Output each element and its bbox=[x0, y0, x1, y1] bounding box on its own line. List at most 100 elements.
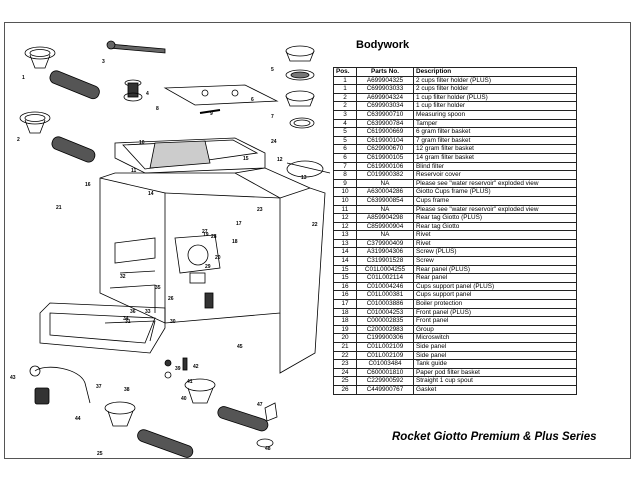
cell-description: Cups frame bbox=[413, 195, 577, 206]
cell-pos: 15 bbox=[333, 264, 357, 275]
cell-pos: 10 bbox=[333, 187, 357, 197]
cell-parts-no: C859900904 bbox=[356, 221, 414, 232]
cell-pos: 8 bbox=[333, 170, 357, 180]
cell-parts-no: C200002983 bbox=[356, 324, 414, 335]
cell-description: Giotto Cups frame (PLUS) bbox=[413, 187, 577, 197]
callout-23: 23 bbox=[257, 207, 263, 213]
callout-8: 8 bbox=[156, 106, 159, 112]
cell-pos: 2 bbox=[333, 92, 357, 103]
cell-pos: 18 bbox=[333, 307, 357, 318]
cell-description: Screw (PLUS) bbox=[413, 247, 577, 258]
callout-44: 44 bbox=[75, 416, 81, 422]
cell-pos: 18 bbox=[333, 316, 357, 326]
cell-description: Boiler protection bbox=[413, 299, 577, 309]
cell-parts-no: A630004286 bbox=[356, 187, 414, 197]
callout-42: 42 bbox=[193, 364, 199, 370]
cell-description: Rivet bbox=[413, 238, 577, 249]
cell-pos: 20 bbox=[333, 333, 357, 343]
cell-pos: 23 bbox=[333, 359, 357, 369]
callout-18: 18 bbox=[232, 239, 238, 245]
cell-parts-no: C619900106 bbox=[356, 161, 414, 172]
cell-pos: 26 bbox=[333, 384, 357, 395]
cell-parts-no: C199900306 bbox=[356, 333, 414, 343]
cell-parts-no: C639900784 bbox=[356, 118, 414, 129]
cell-parts-no: C319901528 bbox=[356, 256, 414, 266]
callout-29: 29 bbox=[205, 264, 211, 270]
cell-parts-no: C600001810 bbox=[356, 367, 414, 378]
callout-32: 32 bbox=[120, 274, 126, 280]
cell-description: 2 cups filter holder (PLUS) bbox=[413, 75, 577, 86]
table-header-row: Pos. Parts No. Description bbox=[333, 67, 577, 77]
cell-parts-no: C639900854 bbox=[356, 195, 414, 206]
callout-41: 41 bbox=[187, 379, 193, 385]
callout-34: 34 bbox=[123, 316, 129, 322]
cell-pos: 5 bbox=[333, 135, 357, 146]
callout-1: 1 bbox=[22, 75, 25, 81]
cell-pos: 21 bbox=[333, 342, 357, 352]
cell-pos: 6 bbox=[333, 144, 357, 154]
cell-parts-no: C01003484 bbox=[356, 359, 414, 369]
cell-description: Please see "water reservoir" exploded vi… bbox=[413, 178, 577, 189]
cell-parts-no: C010004246 bbox=[356, 281, 414, 292]
callout-22: 22 bbox=[312, 222, 318, 228]
callout-12: 12 bbox=[277, 157, 283, 163]
callout-9: 9 bbox=[210, 111, 213, 117]
cell-description: Rivet bbox=[413, 230, 577, 240]
cell-description: Side panel bbox=[413, 342, 577, 352]
callout-13: 13 bbox=[301, 175, 307, 181]
cell-pos: 16 bbox=[333, 290, 357, 301]
cell-description: 14 gram filter basket bbox=[413, 152, 577, 163]
callout-48: 48 bbox=[265, 446, 271, 452]
cell-parts-no: NA bbox=[356, 178, 414, 189]
cell-parts-no: C619900104 bbox=[356, 135, 414, 146]
cell-pos: 12 bbox=[333, 213, 357, 223]
section-title: Bodywork bbox=[356, 39, 410, 51]
cell-description: 1 cup filter holder (PLUS) bbox=[413, 92, 577, 103]
cell-parts-no: C229900592 bbox=[356, 376, 414, 386]
cell-pos: 17 bbox=[333, 299, 357, 309]
cell-description: Rear panel (PLUS) bbox=[413, 264, 577, 275]
cell-parts-no: C010003886 bbox=[356, 299, 414, 309]
callout-2: 2 bbox=[17, 137, 20, 143]
callout-36: 36 bbox=[130, 309, 136, 315]
callout-43: 43 bbox=[10, 375, 16, 381]
cell-pos: 14 bbox=[333, 256, 357, 266]
callout-3: 3 bbox=[102, 59, 105, 65]
cell-parts-no: A699904325 bbox=[356, 75, 414, 86]
callout-33: 33 bbox=[145, 309, 151, 315]
callout-37: 37 bbox=[96, 384, 102, 390]
cell-description: Screw bbox=[413, 256, 577, 266]
callout-17: 17 bbox=[236, 221, 242, 227]
cell-description: 12 gram filter basket bbox=[413, 144, 577, 154]
cell-pos: 16 bbox=[333, 281, 357, 292]
callout-14: 14 bbox=[148, 191, 154, 197]
cell-parts-no: C000002835 bbox=[356, 316, 414, 326]
cell-pos: 1 bbox=[333, 75, 357, 86]
exploded-view-diagram: 1234567891011121314151617181920212223242… bbox=[10, 40, 331, 458]
col-header-description: Description bbox=[413, 67, 577, 77]
cell-pos: 7 bbox=[333, 161, 357, 172]
cell-pos: 5 bbox=[333, 127, 357, 137]
cell-description: Reservoir cover bbox=[413, 170, 577, 180]
cell-description: Cups support panel (PLUS) bbox=[413, 281, 577, 292]
